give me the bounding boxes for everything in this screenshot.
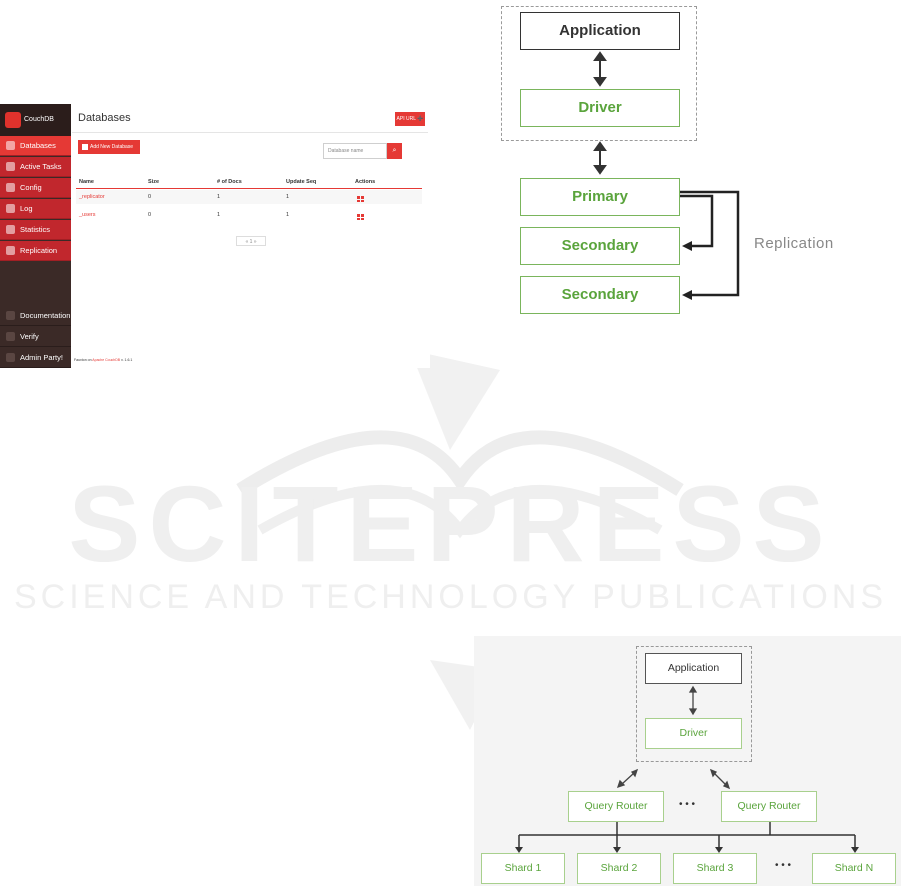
- nav-statistics[interactable]: Statistics: [0, 220, 71, 240]
- db-name-link[interactable]: _users: [79, 212, 96, 218]
- nav-label: Active Tasks: [20, 162, 62, 171]
- col-header-docs[interactable]: # of Docs: [217, 179, 242, 185]
- secondary-box-2: Secondary: [520, 276, 680, 314]
- watermark-subtitle: SCIENCE AND TECHNOLOGY PUBLICATIONS: [13, 578, 888, 616]
- replication-label: Replication: [754, 235, 834, 252]
- nav-documentation[interactable]: Documentation: [0, 306, 71, 326]
- nav-label: Replication: [20, 246, 58, 255]
- user-icon: [6, 353, 15, 362]
- db-update-seq: 1: [286, 212, 290, 218]
- shard-ellipsis: • • •: [775, 860, 792, 871]
- driver-box: Driver: [520, 89, 680, 127]
- sharding-client-frame: [636, 646, 752, 762]
- client-group-frame: [501, 6, 697, 141]
- col-header-name[interactable]: Name: [79, 179, 94, 185]
- search-button[interactable]: ⌕: [387, 143, 402, 159]
- router-ellipsis: • • •: [679, 799, 696, 810]
- database-icon: [6, 141, 15, 150]
- sharding-driver-box: Driver: [645, 718, 742, 749]
- divider: [72, 132, 428, 133]
- pagination[interactable]: « 1 »: [236, 236, 266, 246]
- list-icon: [6, 204, 15, 213]
- replica-connectors: [593, 51, 740, 300]
- primary-box: Primary: [520, 178, 680, 216]
- shard-box-3: Shard 3: [673, 853, 757, 884]
- pie-chart-icon: [6, 225, 15, 234]
- db-update-seq: 1: [286, 194, 290, 200]
- nav-label: Admin Party!: [20, 353, 63, 362]
- nav-label: Log: [20, 204, 33, 213]
- nav-label: Config: [20, 183, 42, 192]
- add-database-label: Add New Database: [90, 144, 134, 150]
- shard-box-1: Shard 1: [481, 853, 565, 884]
- logo-text: CouchDB: [24, 116, 54, 123]
- database-search-input[interactable]: Database name: [323, 143, 387, 159]
- nav-active-tasks[interactable]: Active Tasks: [0, 157, 71, 177]
- gear-icon: [6, 183, 15, 192]
- nav-replication[interactable]: Replication: [0, 241, 71, 261]
- footer-prefix: Fauxton on: [74, 358, 93, 362]
- db-docs: 1: [217, 212, 221, 218]
- book-icon: [6, 311, 15, 320]
- sharding-connectors: [515, 685, 859, 853]
- shard-box-n: Shard N: [812, 853, 896, 884]
- logo-area[interactable]: CouchDB: [0, 104, 71, 136]
- nav-databases[interactable]: Databases: [0, 136, 71, 156]
- application-box: Application: [520, 12, 680, 50]
- footer: Fauxton on Apache CouchDB v. 1.6.1: [74, 358, 132, 362]
- col-header-update-seq[interactable]: Update Seq: [286, 179, 317, 185]
- sharding-application-box: Application: [645, 653, 742, 684]
- search-icon: ⌕: [392, 147, 397, 154]
- replication-icon: [6, 246, 15, 255]
- table-row: [76, 190, 422, 204]
- nav-log[interactable]: Log: [0, 199, 71, 219]
- nav-label: Verify: [20, 332, 39, 341]
- check-icon: [6, 332, 15, 341]
- database-plus-icon: [82, 144, 88, 150]
- db-size: 0: [148, 194, 152, 200]
- page-title: Databases: [78, 112, 131, 124]
- nav-config[interactable]: Config: [0, 178, 71, 198]
- table-row: [76, 208, 422, 222]
- secondary-box-1: Secondary: [520, 227, 680, 265]
- db-docs: 1: [217, 194, 221, 200]
- api-url-button[interactable]: API URL ➕: [395, 112, 425, 126]
- nav-admin-party[interactable]: Admin Party!: [0, 348, 71, 368]
- tasks-icon: [6, 162, 15, 171]
- col-header-actions: Actions: [355, 179, 376, 185]
- replicate-icon[interactable]: [357, 214, 369, 220]
- query-router-box-1: Query Router: [568, 791, 664, 822]
- nav-label: Databases: [20, 141, 56, 150]
- query-router-box-2: Query Router: [721, 791, 817, 822]
- couchdb-screenshot: CouchDB Databases Active Tasks Config Lo…: [0, 104, 430, 368]
- footer-link[interactable]: Apache CouchDB: [92, 358, 121, 362]
- couchdb-logo-icon: [5, 112, 21, 128]
- add-database-button[interactable]: Add New Database: [78, 140, 140, 154]
- header-underline: [76, 188, 422, 189]
- shard-box-2: Shard 2: [577, 853, 661, 884]
- db-size: 0: [148, 212, 152, 218]
- replicate-icon[interactable]: [357, 196, 369, 202]
- footer-version: v. 1.6.1: [120, 358, 133, 362]
- db-name-link[interactable]: _replicator: [79, 194, 105, 200]
- col-header-size[interactable]: Size: [148, 179, 160, 185]
- nav-label: Statistics: [20, 225, 51, 234]
- watermark-title: SCITEPRESS: [68, 463, 833, 584]
- nav-label: Documentation: [20, 311, 71, 320]
- nav-verify[interactable]: Verify: [0, 327, 71, 347]
